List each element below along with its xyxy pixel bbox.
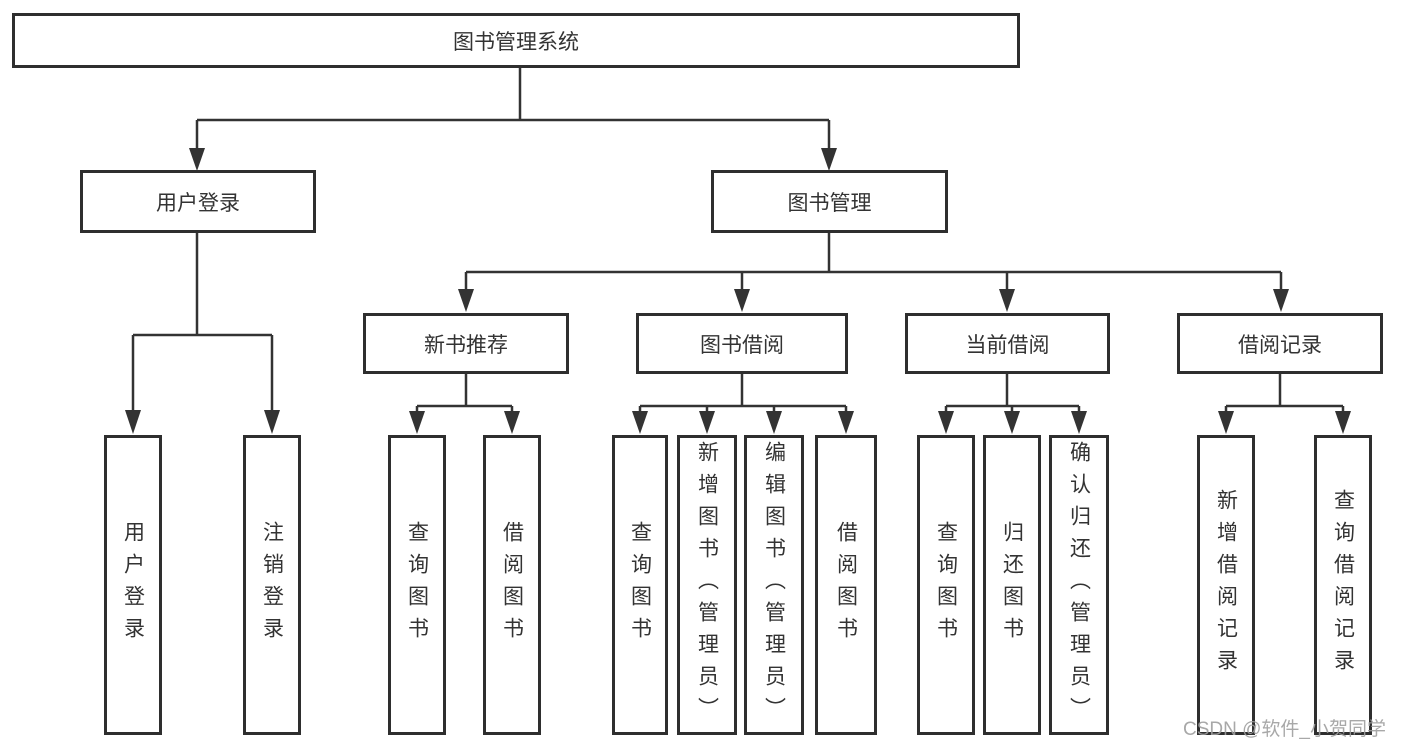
leaf-label: 查询图书 [934, 521, 958, 649]
node-borrow-record: 借阅记录 [1177, 313, 1383, 374]
leaf-label: 查询图书 [628, 521, 652, 649]
leaf-label: 归还图书 [1000, 521, 1024, 649]
node-label: 用户登录 [156, 191, 240, 215]
node-label: 图书管理 [787, 191, 872, 215]
leaf-query-book-1: 查询图书 [388, 435, 446, 735]
leaf-confirm-return-admin: 确认归还（管理员） [1049, 435, 1109, 735]
node-label: 图书借阅 [700, 333, 784, 357]
leaf-query-book-2: 查询图书 [612, 435, 668, 735]
leaf-label: 新增图书（管理员） [695, 441, 719, 729]
leaf-query-book-3: 查询图书 [917, 435, 975, 735]
node-current-borrow: 当前借阅 [905, 313, 1110, 374]
node-book-management: 图书管理 [711, 170, 948, 233]
node-new-book-recommend: 新书推荐 [363, 313, 569, 374]
leaf-logout: 注销登录 [243, 435, 301, 735]
leaf-edit-book-admin: 编辑图书（管理员） [744, 435, 804, 735]
leaf-label: 确认归还（管理员） [1067, 441, 1091, 729]
leaf-query-borrow-record: 查询借阅记录 [1314, 435, 1372, 735]
node-label: 新书推荐 [424, 333, 508, 357]
leaf-label: 借阅图书 [834, 521, 858, 649]
leaf-label: 查询借阅记录 [1331, 489, 1355, 681]
leaf-label: 查询图书 [405, 521, 429, 649]
leaf-label: 新增借阅记录 [1214, 489, 1238, 681]
leaf-user-login: 用户登录 [104, 435, 162, 735]
node-label: 图书管理系统 [453, 30, 579, 54]
leaf-borrow-book-1: 借阅图书 [483, 435, 541, 735]
leaf-borrow-book-2: 借阅图书 [815, 435, 877, 735]
node-label: 当前借阅 [965, 333, 1050, 357]
node-book-borrow: 图书借阅 [636, 313, 848, 374]
node-label: 借阅记录 [1238, 333, 1322, 357]
node-user-login: 用户登录 [80, 170, 316, 233]
leaf-label: 编辑图书（管理员） [762, 441, 786, 729]
arrowheads [125, 148, 1351, 434]
leaf-return-book: 归还图书 [983, 435, 1041, 735]
leaf-label: 注销登录 [260, 521, 284, 649]
leaf-label: 借阅图书 [500, 521, 524, 649]
leaf-label: 用户登录 [121, 521, 145, 649]
csdn-watermark: CSDN @软件_小贺同学 [1183, 719, 1386, 740]
leaf-add-book-admin: 新增图书（管理员） [677, 435, 737, 735]
leaf-add-borrow-record: 新增借阅记录 [1197, 435, 1255, 735]
node-root-library-management-system: 图书管理系统 [12, 13, 1020, 68]
